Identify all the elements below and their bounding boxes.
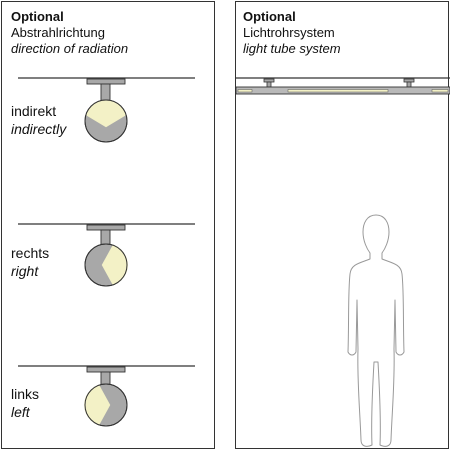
ceiling-mount xyxy=(86,366,126,373)
tube-mount-right xyxy=(403,78,415,88)
spotlight-right xyxy=(18,223,195,287)
ceiling-mount xyxy=(86,78,126,85)
variant-left-label-en: left xyxy=(11,404,30,420)
tube-light-segment xyxy=(431,89,449,93)
variant-indirect-label-de: indirekt xyxy=(11,103,57,119)
left-panel-subtitle-en: direction of radiation xyxy=(11,41,129,56)
variant-left-label-de: links xyxy=(11,386,40,402)
variant-right-label-en: right xyxy=(11,263,39,279)
light-tube-system-panel: Optional Lichtrohrsystem light tube syst… xyxy=(235,1,450,449)
right-panel-subtitle-de: Lichtrohrsystem xyxy=(243,25,335,40)
lamp-stem xyxy=(100,83,111,103)
right-panel-title: Optional xyxy=(243,9,296,24)
tube-mount-left xyxy=(263,78,275,88)
left-panel-title: Optional xyxy=(11,9,64,24)
left-panel-subtitle-de: Abstrahlrichtung xyxy=(11,25,105,40)
spotlight-diagrams xyxy=(18,77,195,427)
direction-of-radiation-panel: Optional Abstrahlrichtung direction of r… xyxy=(1,1,215,449)
light-tube-diagram xyxy=(235,77,450,447)
spotlight-left xyxy=(18,365,195,427)
tube-light-segment xyxy=(287,89,389,93)
ceiling-mount xyxy=(86,224,126,231)
spotlight-indirect xyxy=(18,77,195,143)
right-panel-subtitle-en: light tube system xyxy=(243,41,341,56)
variant-indirect-label-en: indirectly xyxy=(11,121,67,137)
tube-light-segment xyxy=(237,89,253,93)
variant-right-label-de: rechts xyxy=(11,245,50,261)
human-figure-outline xyxy=(347,214,405,447)
